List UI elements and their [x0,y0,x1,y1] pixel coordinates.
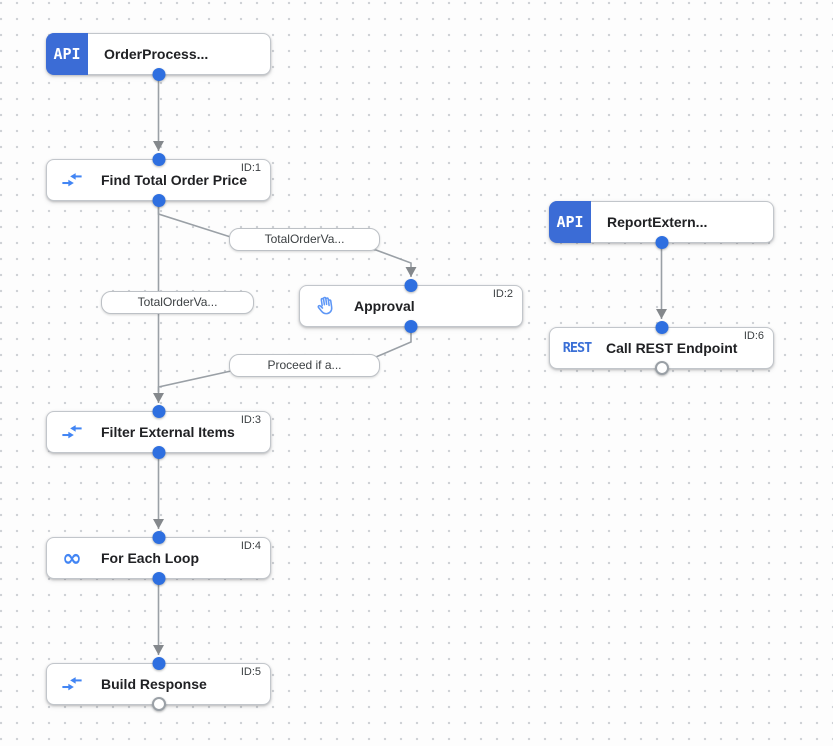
input-connector[interactable] [152,531,165,544]
node-for-each-loop[interactable]: ID:4 ∞ For Each Loop [46,531,271,585]
node-label: For Each Loop [101,550,199,566]
node-id-tag: ID:4 [240,540,261,552]
edge-label-totalorder-approval[interactable]: TotalOrderVa... [229,228,380,251]
output-connector[interactable] [152,194,165,207]
node-label: Filter External Items [101,424,235,440]
output-connector-empty[interactable] [654,361,669,375]
data-mapping-icon [60,672,84,696]
node-order-process-trigger[interactable]: API OrderProcess... [46,33,271,81]
pan-tool-icon [313,294,337,318]
output-connector-empty[interactable] [151,697,166,711]
api-trigger-badge: API [46,33,88,75]
node-find-total-order-price[interactable]: ID:1 Find Total Order Price [46,153,271,207]
node-id-tag: ID:2 [492,288,513,300]
node-call-rest-endpoint[interactable]: ID:6 REST Call REST Endpoint [549,321,774,375]
output-connector[interactable] [152,68,165,81]
rest-task-icon: REST [562,340,593,356]
node-label: OrderProcess... [104,46,209,62]
node-label: Approval [354,298,415,314]
node-label: Build Response [101,676,207,692]
node-report-extern-trigger[interactable]: API ReportExtern... [549,201,774,249]
node-label: Call REST Endpoint [606,340,738,356]
node-filter-external-items[interactable]: ID:3 Filter External Items [46,405,271,459]
input-connector[interactable] [404,279,418,292]
output-connector[interactable] [404,320,418,333]
node-id-tag: ID:1 [240,162,261,174]
node-build-response[interactable]: ID:5 Build Response [46,657,271,711]
output-connector[interactable] [655,236,668,249]
data-mapping-icon [60,420,84,444]
input-connector[interactable] [152,657,165,670]
edge-label-proceed[interactable]: Proceed if a... [229,354,380,377]
input-connector[interactable] [152,405,165,418]
output-connector[interactable] [152,572,165,585]
node-id-tag: ID:6 [743,330,764,342]
infinity-loop-icon: ∞ [62,544,82,572]
data-mapping-icon [60,168,84,192]
input-connector[interactable] [655,321,668,334]
input-connector[interactable] [152,153,165,166]
node-id-tag: ID:3 [240,414,261,426]
node-label: ReportExtern... [607,214,708,230]
node-label: Find Total Order Price [101,172,247,188]
api-trigger-badge: API [549,201,591,243]
edge-label-totalorder-filter[interactable]: TotalOrderVa... [101,291,254,314]
output-connector[interactable] [152,446,165,459]
node-id-tag: ID:5 [240,666,261,678]
node-approval[interactable]: ID:2 Approval [299,279,523,333]
